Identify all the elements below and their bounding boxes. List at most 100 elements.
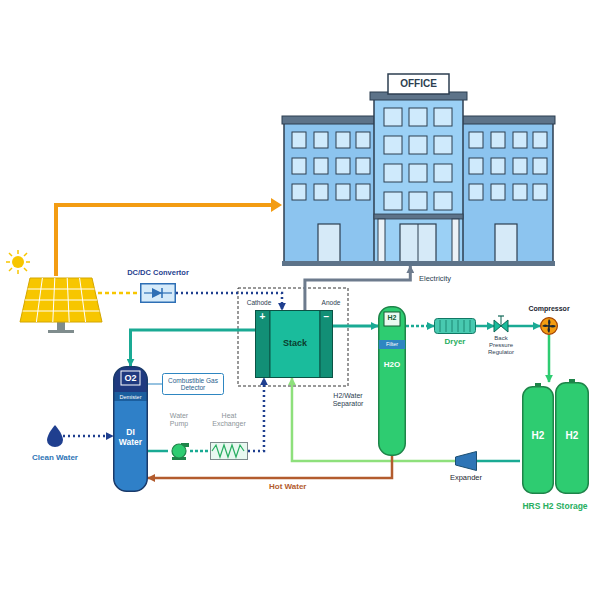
node-label: Clean Water — [25, 453, 85, 462]
gas-badge — [384, 312, 400, 326]
building-base — [282, 261, 555, 266]
sun-ray — [17, 270, 19, 274]
fan-hub — [548, 325, 551, 328]
dryer-rib — [464, 320, 465, 332]
connector-label: Hot Water — [268, 482, 307, 491]
water-drop-shape — [47, 425, 63, 447]
storage-tank: H2 — [522, 386, 554, 494]
panel-grid — [67, 278, 69, 322]
building-window — [434, 192, 452, 210]
sun — [6, 250, 30, 274]
node-label: OFFICE — [388, 78, 449, 90]
stack-enclosure — [238, 288, 348, 386]
sun-disc — [12, 256, 24, 268]
building-window — [513, 184, 527, 200]
building-window — [356, 158, 370, 174]
panel-grid — [23, 311, 100, 312]
pressure-regulator-shape — [494, 320, 508, 332]
dryer-rib — [440, 320, 441, 332]
storage-group: HRS H2 StorageH2H2 — [520, 382, 590, 496]
flow-connector — [148, 456, 392, 478]
building-window — [314, 184, 328, 200]
office-building: OFFICE — [282, 72, 555, 266]
valve-handle — [498, 315, 504, 316]
connector-label: Electricity — [418, 275, 452, 284]
building-pillar — [378, 219, 385, 264]
node-label: HRS H2 Storage — [512, 502, 598, 512]
tank-water — [114, 392, 148, 412]
tank-body — [523, 387, 554, 494]
building-roof — [282, 116, 380, 124]
building-wing — [459, 122, 553, 264]
expander: Expander — [455, 451, 477, 471]
demister-band — [114, 392, 148, 401]
dc-wire — [98, 292, 140, 295]
water-tank: O2DemisterDI Water — [113, 366, 148, 492]
sun-ray — [24, 253, 27, 256]
building-wing — [284, 122, 378, 264]
node-label: H2O — [378, 360, 406, 369]
panel-base — [48, 330, 74, 333]
building-window — [409, 108, 427, 126]
expander-symbol — [456, 452, 477, 471]
node-label: Water Pump — [166, 412, 192, 428]
building-window — [409, 136, 427, 154]
building-pillar — [452, 219, 459, 264]
separator-vessel-shape — [378, 306, 406, 456]
building-window — [384, 192, 402, 210]
compressor-body — [541, 318, 558, 335]
separator-vessel: H2FilterH2OH2/Water Separator — [378, 306, 406, 456]
building-window — [533, 158, 547, 174]
valve-body — [494, 320, 508, 332]
building-window — [292, 132, 306, 148]
water-drop-symbol — [47, 425, 63, 447]
building-window — [336, 184, 350, 200]
vessel-body — [379, 307, 406, 456]
building-window — [434, 108, 452, 126]
flow-connector — [477, 460, 520, 463]
flow-connector — [292, 378, 455, 461]
dryer-body — [435, 319, 476, 334]
dc-dc-converter: DC/DC Convertor — [140, 283, 176, 303]
node-label: Compressor — [524, 305, 574, 313]
tank-water — [114, 392, 148, 491]
sun-ray — [9, 268, 12, 271]
sun-ray — [6, 261, 10, 263]
building-door — [400, 224, 436, 264]
flow-connector — [190, 450, 210, 453]
node-label: DI Water — [115, 428, 146, 448]
building-window — [409, 192, 427, 210]
filter-band — [379, 340, 406, 349]
flow-connector — [406, 325, 434, 328]
flow-connector — [248, 378, 264, 451]
office-building-shape — [282, 72, 555, 266]
stack-body — [270, 311, 320, 378]
building-window — [469, 158, 483, 174]
compressor-shape — [540, 317, 558, 335]
dryer-rib — [446, 320, 447, 332]
electrode-label: Cathode — [243, 299, 275, 306]
building-window — [314, 132, 328, 148]
building-awning — [374, 214, 463, 219]
storage-tank: H2 — [555, 382, 589, 494]
sun-ray — [9, 253, 12, 256]
building-window — [469, 132, 483, 148]
sun-ray — [24, 268, 27, 271]
panel-stand — [57, 322, 65, 331]
panel-grid — [53, 278, 55, 322]
building-window — [384, 108, 402, 126]
polarity-sign: − — [320, 311, 333, 323]
water-pump-shape — [168, 442, 190, 460]
diode-symbol — [152, 288, 162, 298]
flow-connector — [305, 266, 410, 310]
flow-connector — [148, 383, 162, 384]
tank-outline — [114, 367, 148, 492]
building-window — [491, 132, 505, 148]
dryer: Dryer — [434, 318, 476, 334]
panel-grid — [80, 278, 86, 322]
building-window — [513, 132, 527, 148]
pump-body — [172, 444, 186, 458]
node-label: Expander — [443, 474, 489, 483]
exchanger-body — [211, 443, 248, 460]
building-window — [356, 132, 370, 148]
